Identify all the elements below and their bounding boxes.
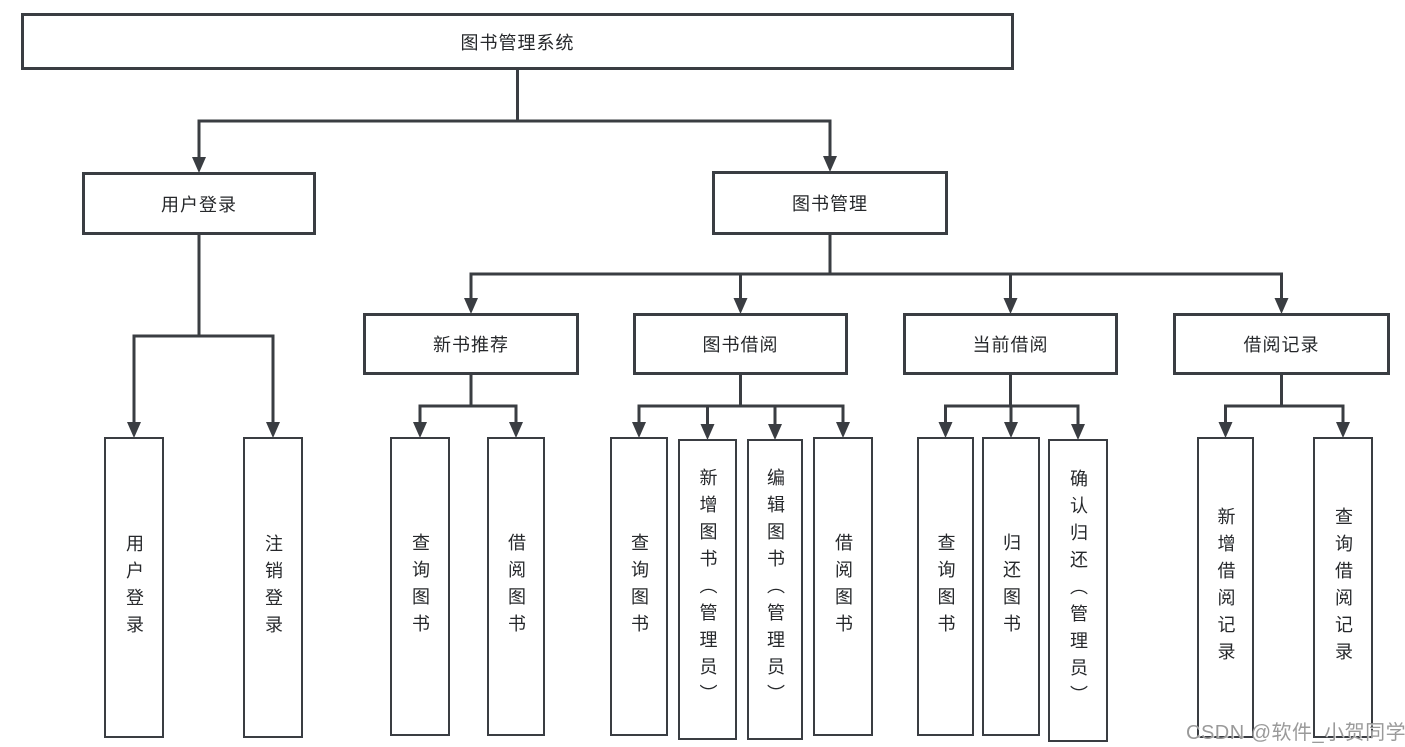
node-label: 查询图书	[629, 532, 649, 641]
node-label: 新增借阅记录	[1215, 506, 1236, 669]
node-leaf-edit-book-admin: 编辑图书（管理员）	[747, 439, 803, 740]
node-borrow-record: 借阅记录	[1173, 313, 1390, 375]
node-root: 图书管理系统	[21, 13, 1014, 70]
node-leaf-return-book: 归还图书	[982, 437, 1040, 736]
node-label: 借阅图书	[833, 532, 853, 641]
node-leaf-query-borrow-record: 查询借阅记录	[1313, 437, 1373, 738]
node-label: 图书管理系统	[460, 32, 575, 53]
node-book-borrow: 图书借阅	[633, 313, 848, 375]
node-leaf-query-book: 查询图书	[917, 437, 974, 736]
node-label: 查询图书	[935, 532, 956, 641]
node-leaf-borrow-book: 借阅图书	[813, 437, 873, 736]
node-label: 借阅图书	[506, 532, 526, 641]
node-leaf-logout: 注销登录	[243, 437, 303, 738]
node-new-book-recommend: 新书推荐	[363, 313, 579, 375]
node-leaf-add-borrow-record: 新增借阅记录	[1197, 437, 1254, 738]
node-label: 图书借阅	[702, 335, 779, 355]
node-label: 查询借阅记录	[1333, 506, 1353, 669]
node-label: 当前借阅	[972, 335, 1049, 355]
node-user-login: 用户登录	[82, 172, 316, 235]
node-leaf-add-book-admin: 新增图书（管理员）	[678, 439, 737, 740]
node-book-management: 图书管理	[712, 171, 948, 235]
node-leaf-query-book: 查询图书	[390, 437, 450, 736]
watermark: CSDN @软件_小贺同学	[1186, 722, 1405, 744]
node-label: 注销登录	[263, 533, 283, 642]
node-label: 用户登录	[124, 533, 144, 642]
node-current-borrow: 当前借阅	[903, 313, 1118, 375]
node-label: 归还图书	[1001, 532, 1021, 641]
node-leaf-borrow-book: 借阅图书	[487, 437, 545, 736]
node-leaf-confirm-return-admin: 确认归还（管理员）	[1048, 439, 1108, 742]
node-label: 用户登录	[161, 194, 237, 215]
node-label: 图书管理	[792, 194, 868, 214]
node-label: 新增图书（管理员）	[697, 468, 718, 711]
node-label: 借阅记录	[1243, 335, 1320, 355]
node-leaf-query-book: 查询图书	[610, 437, 668, 736]
node-leaf-user-login: 用户登录	[104, 437, 164, 738]
node-label: 查询图书	[410, 532, 430, 641]
node-label: 编辑图书（管理员）	[765, 468, 785, 711]
node-label: 确认归还（管理员）	[1068, 469, 1088, 712]
node-label: 新书推荐	[433, 335, 509, 355]
